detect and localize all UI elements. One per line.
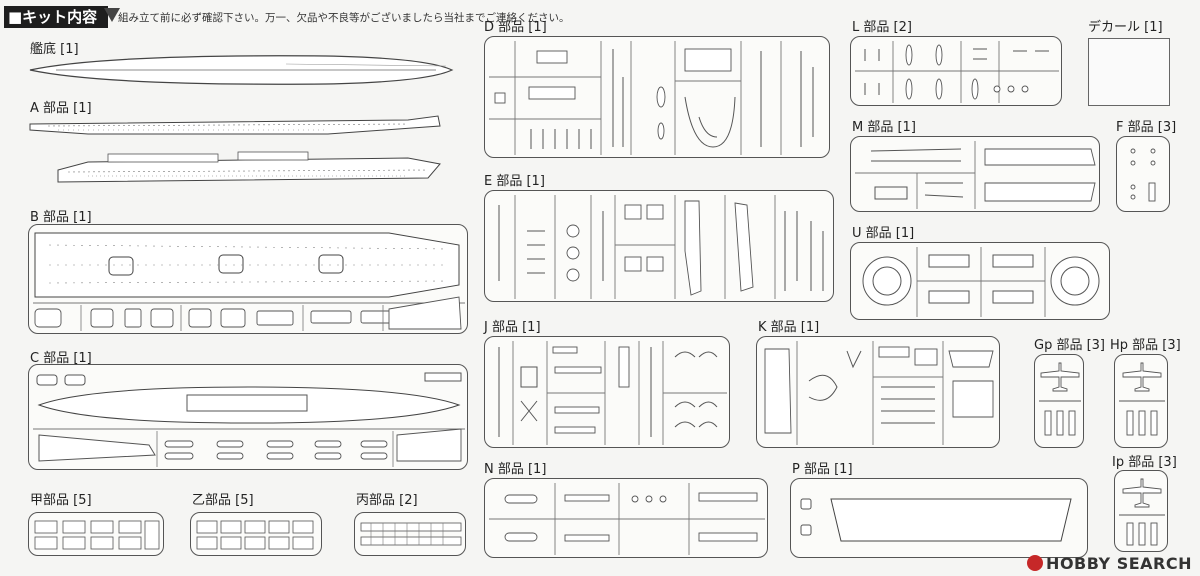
label-a-parts: A 部品 [1] — [30, 101, 92, 116]
label-otsu-parts: 乙部品 [5] — [192, 493, 254, 508]
label-b-parts: B 部品 [1] — [30, 210, 92, 225]
e-parts-sprue — [484, 190, 834, 302]
label-e-parts: E 部品 [1] — [484, 174, 545, 189]
label-n-parts: N 部品 [1] — [484, 462, 547, 477]
label-p-parts: P 部品 [1] — [792, 462, 853, 477]
watermark-text: HOBBY SEARCH — [1046, 554, 1192, 573]
hull-bottom-part — [29, 55, 454, 85]
p-parts-sprue — [790, 478, 1088, 558]
d-parts-sprue — [484, 36, 830, 158]
hei-parts-sprue — [354, 512, 466, 556]
label-u-parts: U 部品 [1] — [852, 226, 915, 241]
a-parts-hull-sides — [29, 115, 441, 183]
decal-sheet — [1088, 38, 1170, 106]
k-parts-sprue — [756, 336, 1000, 448]
label-c-parts: C 部品 [1] — [30, 351, 92, 366]
label-kou-parts: 甲部品 [5] — [30, 493, 92, 508]
label-gp-parts: Gp 部品 [3] — [1034, 338, 1106, 353]
j-parts-sprue — [484, 336, 730, 448]
l-parts-sprue — [850, 36, 1062, 106]
watermark-logo: HOBBY SEARCH — [1027, 554, 1192, 573]
c-parts-sprue — [28, 364, 468, 470]
hp-parts-sprue — [1114, 354, 1168, 448]
label-m-parts: M 部品 [1] — [852, 120, 916, 135]
n-parts-sprue — [484, 478, 768, 558]
notice-text: 組み立て前に必ず確認下さい。万一、欠品や不良等がございましたら当社までご連絡くだ… — [118, 12, 570, 24]
label-ip-parts: Ip 部品 [3] — [1112, 455, 1177, 470]
u-parts-sprue — [850, 242, 1110, 320]
kou-parts-sprue — [28, 512, 164, 556]
label-hei-parts: 丙部品 [2] — [356, 493, 418, 508]
label-hp-parts: Hp 部品 [3] — [1110, 338, 1181, 353]
label-kanzoko: 艦底 [1] — [30, 42, 79, 57]
label-f-parts: F 部品 [3] — [1116, 120, 1177, 135]
ip-parts-sprue — [1114, 470, 1168, 552]
f-parts-sprue — [1116, 136, 1170, 212]
otsu-parts-sprue — [190, 512, 322, 556]
gp-parts-sprue — [1034, 354, 1084, 448]
m-parts-sprue — [850, 136, 1100, 212]
warning-icon — [104, 8, 120, 22]
label-decal: デカール [1] — [1088, 20, 1163, 35]
label-l-parts: L 部品 [2] — [852, 20, 912, 35]
label-k-parts: K 部品 [1] — [758, 320, 820, 335]
page-title: ■キット内容 — [4, 6, 108, 28]
brand-mark-icon — [1027, 555, 1044, 571]
b-parts-sprue — [28, 224, 468, 334]
label-d-parts: D 部品 [1] — [484, 20, 547, 35]
label-j-parts: J 部品 [1] — [484, 320, 541, 335]
